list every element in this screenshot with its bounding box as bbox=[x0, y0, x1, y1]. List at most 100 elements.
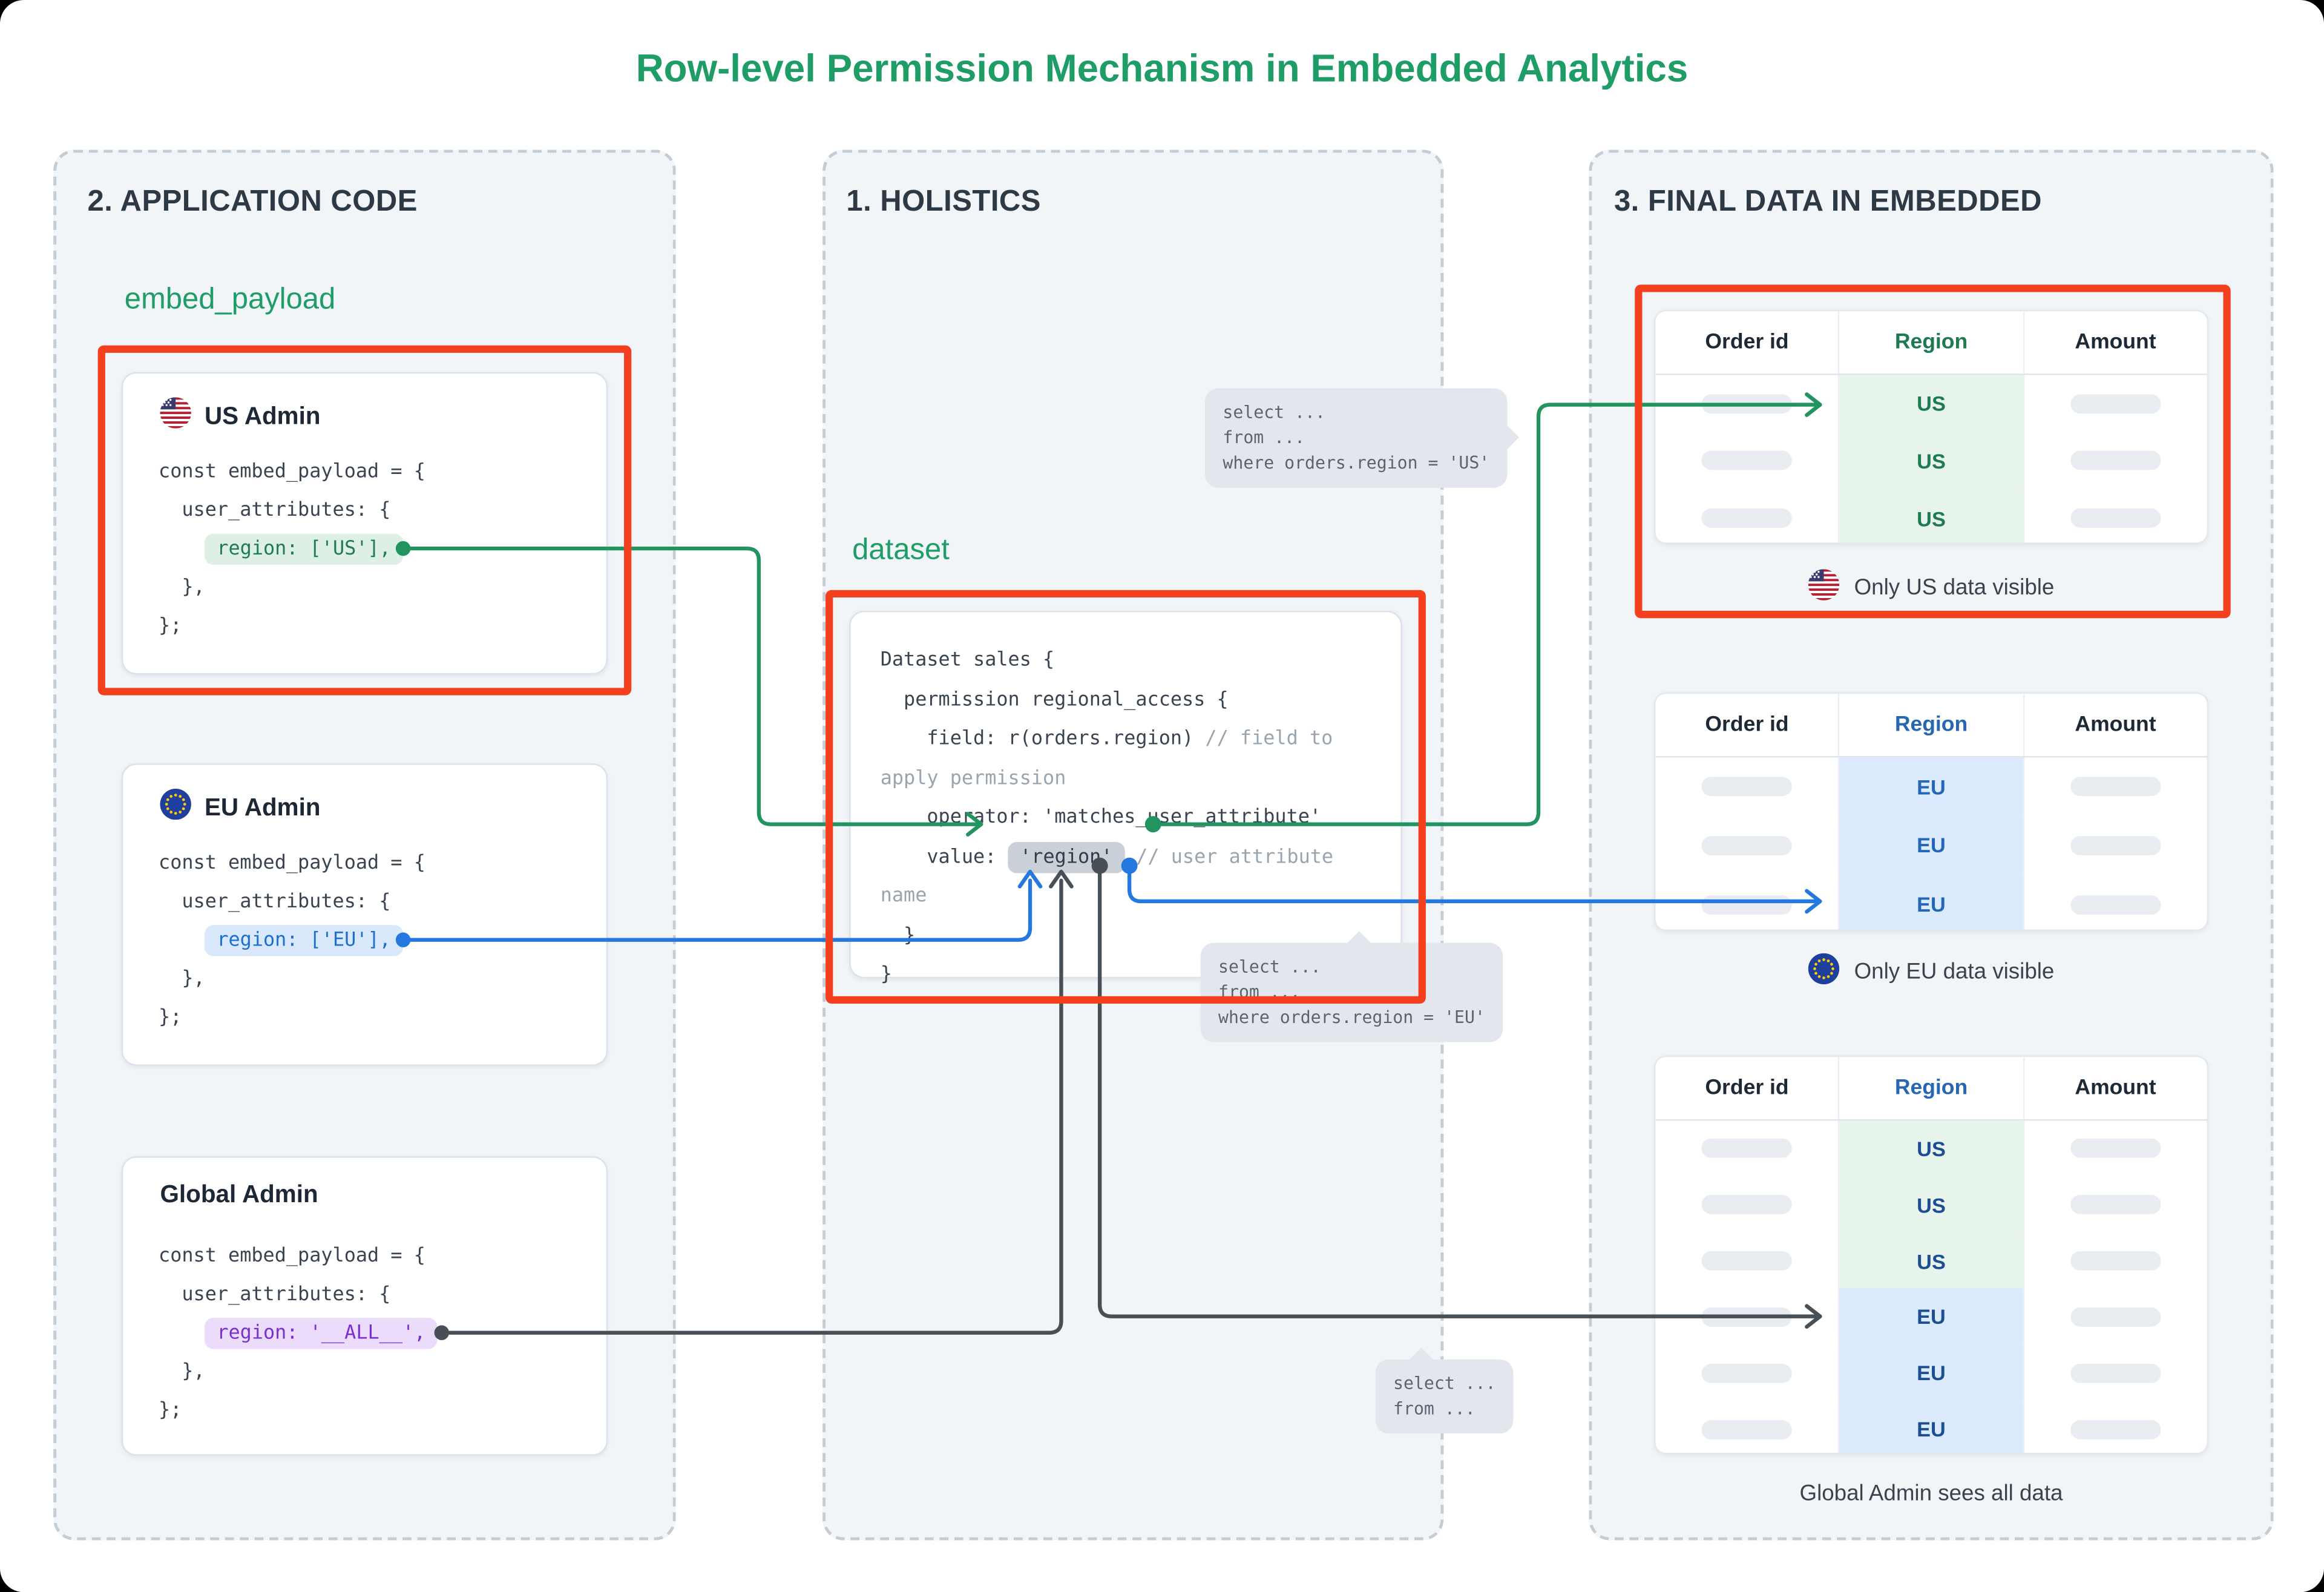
region-cell: US bbox=[1839, 375, 2023, 433]
region-cell: EU bbox=[1839, 757, 2023, 817]
sql-line: from ... bbox=[1218, 981, 1301, 1002]
global-admin-code: const embed_payload = { user_attributes:… bbox=[159, 1238, 438, 1430]
column-header-region: Region bbox=[1840, 311, 2024, 374]
dataset-code-line: apply permission bbox=[881, 760, 1333, 799]
eu-admin-title-text: EU Admin bbox=[204, 794, 321, 821]
highlighted-code-line: region: ['US'], bbox=[159, 531, 425, 570]
order-id-column bbox=[1656, 1120, 1840, 1453]
region-cell: US bbox=[1839, 1232, 2023, 1289]
eu-admin-code: const embed_payload = { user_attributes:… bbox=[159, 845, 425, 1038]
global-table-caption: Global Admin sees all data bbox=[1654, 1481, 2208, 1507]
masked-cell bbox=[1656, 1177, 1839, 1233]
masked-cell bbox=[2024, 375, 2207, 433]
code-line: }, bbox=[159, 576, 205, 599]
column-header-amount: Amount bbox=[2075, 712, 2156, 737]
placeholder-pill bbox=[1701, 895, 1793, 915]
masked-cell bbox=[1656, 490, 1839, 542]
masked-cell bbox=[2024, 875, 2207, 930]
region-cell: EU bbox=[1839, 1401, 2023, 1453]
code-comment: // field to bbox=[1205, 728, 1333, 751]
dataset-code-line: field: r(orders.region) // field to bbox=[880, 728, 1333, 751]
global-admin-title-text: Global Admin bbox=[160, 1181, 318, 1208]
us-caption-text: Only US data visible bbox=[1854, 575, 2055, 600]
dataset-code-line: name bbox=[881, 878, 1333, 917]
region-cell: US bbox=[1839, 1177, 2023, 1233]
placeholder-pill bbox=[1701, 1307, 1793, 1327]
placeholder-pill bbox=[1701, 777, 1793, 797]
masked-cell bbox=[2024, 1401, 2207, 1453]
placeholder-pill bbox=[1701, 394, 1793, 413]
masked-cell bbox=[2024, 490, 2207, 542]
eu-table-caption: Only EU data visible bbox=[1654, 953, 2208, 990]
placeholder-pill bbox=[1701, 836, 1793, 856]
masked-cell bbox=[1656, 1233, 1839, 1289]
placeholder-pill bbox=[1701, 1363, 1793, 1383]
placeholder-pill bbox=[2070, 777, 2161, 797]
region-attribute-highlight: region: ['EU'], bbox=[205, 925, 403, 956]
placeholder-pill bbox=[2070, 451, 2161, 471]
region-attribute-highlight: region: '__ALL__', bbox=[205, 1318, 438, 1349]
dataset-card: Dataset sales { permission regional_acce… bbox=[849, 610, 1402, 986]
embed-payload-label: embed_payload bbox=[124, 283, 336, 316]
code-line: }; bbox=[159, 615, 182, 638]
us-admin-title: US Admin bbox=[160, 397, 321, 436]
code-line: }; bbox=[159, 1399, 182, 1422]
sql-line: from ... bbox=[1393, 1398, 1475, 1419]
us-flag-icon bbox=[160, 397, 191, 436]
masked-cell bbox=[1656, 1345, 1839, 1401]
placeholder-pill bbox=[2070, 508, 2161, 528]
column-header-region: Region bbox=[1840, 1057, 2024, 1119]
region-cell: EU bbox=[1839, 816, 2023, 875]
sql-line: select ... bbox=[1223, 401, 1326, 423]
code-comment: apply permission bbox=[880, 767, 1066, 790]
code-line: const embed_payload = { bbox=[159, 852, 425, 875]
placeholder-pill bbox=[2070, 1251, 2161, 1271]
placeholder-pill bbox=[2070, 1139, 2161, 1159]
placeholder-pill bbox=[1701, 1251, 1793, 1271]
masked-cell bbox=[2024, 1177, 2207, 1233]
eu-admin-title: EU Admin bbox=[160, 788, 321, 827]
panel-header-final-data: 3. FINAL DATA IN EMBEDDED bbox=[1613, 185, 2043, 219]
masked-cell bbox=[1656, 1289, 1839, 1345]
sql-line: select ... bbox=[1218, 956, 1321, 977]
code-line: user_attributes: { bbox=[159, 890, 391, 913]
code-line: const embed_payload = { bbox=[159, 461, 425, 484]
sql-line: from ... bbox=[1223, 427, 1305, 448]
panel-header-holistics: 1. HOLISTICS bbox=[846, 185, 1041, 219]
masked-cell bbox=[1656, 875, 1839, 930]
masked-cell bbox=[1656, 757, 1839, 816]
code-line: user_attributes: { bbox=[159, 499, 391, 522]
placeholder-pill bbox=[1701, 1139, 1793, 1159]
masked-cell bbox=[2024, 1233, 2207, 1289]
sql-line: where orders.region = 'US' bbox=[1223, 452, 1490, 473]
placeholder-pill bbox=[1701, 451, 1793, 471]
column-header-amount: Amount bbox=[2075, 1076, 2156, 1100]
masked-cell bbox=[2024, 1120, 2207, 1177]
region-attribute-highlight: region: ['US'], bbox=[205, 533, 403, 565]
order-id-column bbox=[1656, 375, 1840, 543]
placeholder-pill bbox=[2070, 1195, 2161, 1215]
placeholder-pill bbox=[2070, 1419, 2161, 1439]
region-cell: US bbox=[1839, 489, 2023, 543]
region-cell: US bbox=[1839, 1120, 2023, 1177]
placeholder-pill bbox=[2070, 836, 2161, 856]
global-caption-text: Global Admin sees all data bbox=[1799, 1481, 2063, 1507]
code-line: }, bbox=[159, 968, 205, 990]
sql-line: select ... bbox=[1393, 1372, 1496, 1394]
eu-admin-card: EU Admin const embed_payload = { user_at… bbox=[121, 763, 608, 1066]
column-header-order-id: Order id bbox=[1656, 694, 1840, 756]
amount-column bbox=[2024, 375, 2207, 543]
global-admin-title: Global Admin bbox=[160, 1182, 318, 1210]
us-admin-code: const embed_payload = { user_attributes:… bbox=[159, 453, 425, 646]
global-admin-card: Global Admin const embed_payload = { use… bbox=[121, 1156, 608, 1456]
code-line: user_attributes: { bbox=[159, 1283, 391, 1306]
dataset-code-line: operator: 'matches_user_attribute' bbox=[880, 806, 1322, 829]
